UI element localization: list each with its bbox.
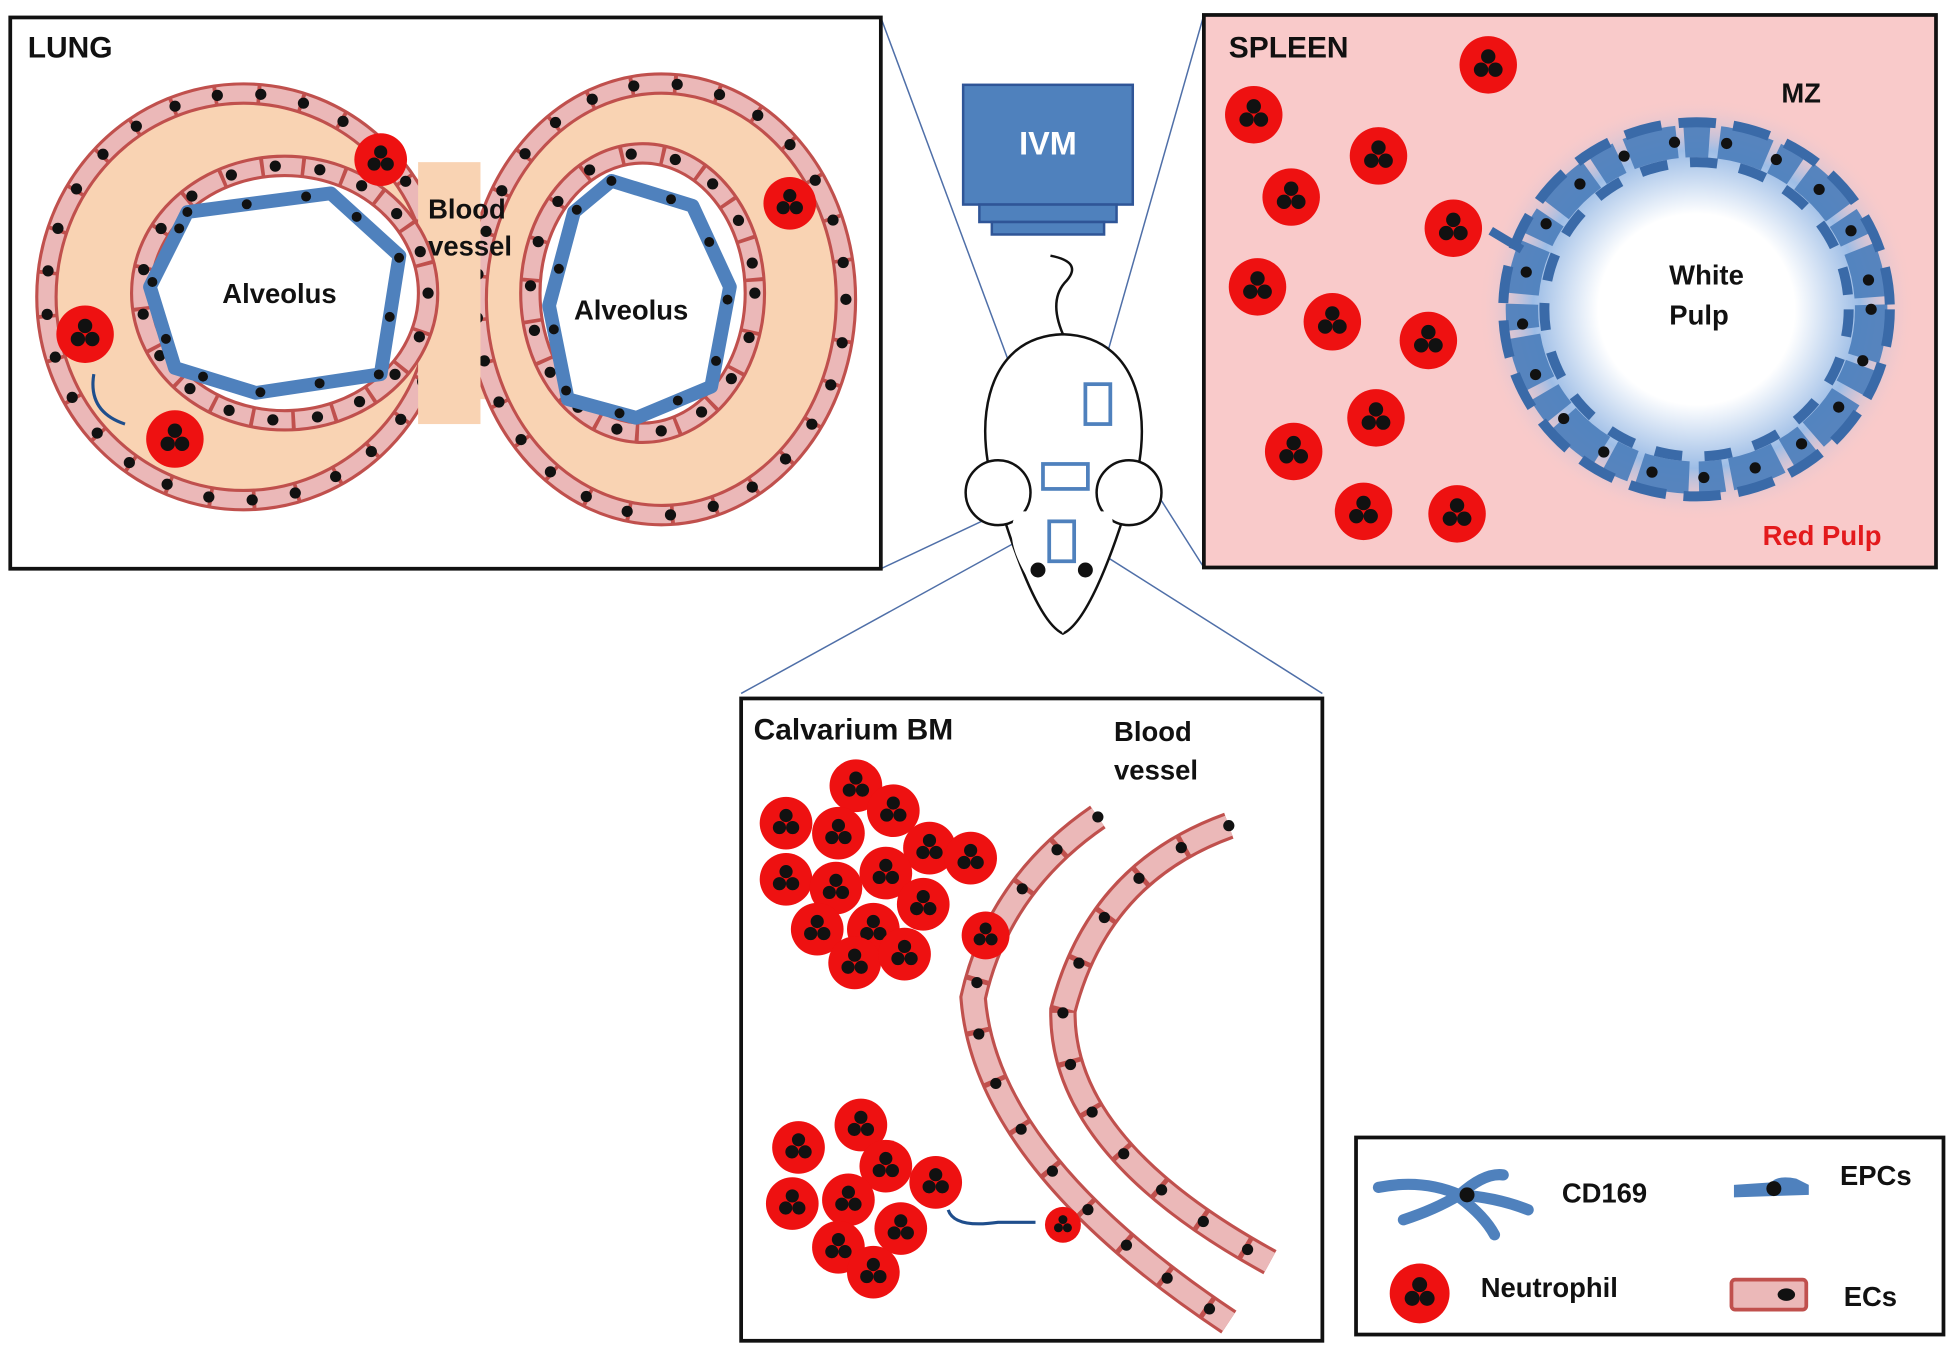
neutrophil xyxy=(874,1202,928,1255)
neutrophil xyxy=(1347,389,1405,447)
calvarium-blood-vessel xyxy=(959,805,1277,1334)
epc-legend-icon xyxy=(1733,1177,1809,1198)
neutrophil xyxy=(1262,168,1320,226)
neutrophil xyxy=(759,852,813,906)
legend: CD169 EPCs Neutrophil ECs xyxy=(1354,1135,1946,1337)
legend-ecs-label: ECs xyxy=(1844,1281,1897,1312)
legend-cd169-label: CD169 xyxy=(1562,1177,1647,1208)
neutrophil xyxy=(1459,36,1517,94)
lung-title: LUNG xyxy=(28,31,113,64)
calvarium-title: Calvarium BM xyxy=(754,714,954,747)
spleen-imaging-window xyxy=(1041,462,1090,491)
neutrophil-legend-icon xyxy=(1389,1263,1450,1324)
neutrophil xyxy=(763,176,817,230)
neutrophil xyxy=(56,305,114,363)
neutrophil xyxy=(1228,258,1287,316)
calvarium-blood-vessel-label-1: Blood xyxy=(1114,716,1192,747)
neutrophil xyxy=(1303,293,1362,351)
lung-imaging-window xyxy=(1083,382,1113,426)
mouse-illustration xyxy=(964,254,1163,635)
neutrophil xyxy=(909,1156,963,1209)
ivm-microscope: IVM xyxy=(961,83,1135,236)
ivm-label: IVM xyxy=(1019,126,1077,162)
alveolus-left: Alveolus xyxy=(129,154,440,432)
neutrophil xyxy=(896,877,950,931)
mouse-tail xyxy=(1050,254,1074,335)
neutrophil xyxy=(1424,199,1483,257)
neutrophil xyxy=(759,796,813,850)
neutrophil xyxy=(354,133,408,186)
cd169-legend-icon xyxy=(1372,1169,1534,1241)
calvarium-bm-panel: Calvarium BM Blood vessel xyxy=(739,696,1325,1343)
neutrophil-tether xyxy=(91,373,126,426)
white-pulp-label-2: Pulp xyxy=(1669,299,1728,330)
neutrophil xyxy=(772,1121,825,1174)
lung-blood-vessel-label-2: vessel xyxy=(428,231,512,262)
neutrophil xyxy=(822,1173,875,1227)
mz-label: MZ xyxy=(1781,77,1821,108)
white-pulp-label-1: White xyxy=(1669,259,1744,290)
ec-legend-icon xyxy=(1729,1277,1809,1312)
alveolus-right-label: Alveolus xyxy=(574,294,688,325)
neutrophil xyxy=(1399,311,1458,370)
neutrophil xyxy=(146,410,204,468)
lung-blood-vessel-label-1: Blood xyxy=(428,193,506,224)
calvarium-imaging-window xyxy=(1047,519,1077,564)
spleen-title: SPLEEN xyxy=(1229,31,1349,64)
lung-panel: Alveolus Alveolus LUNG Blood vessel xyxy=(8,15,883,571)
neutrophil xyxy=(1428,485,1486,543)
alveolus-right: Alveolus xyxy=(519,142,767,445)
neutrophil xyxy=(847,1245,900,1299)
neutrophil xyxy=(1334,482,1393,541)
calvarium-blood-vessel-label-2: vessel xyxy=(1114,755,1198,786)
neutrophil xyxy=(1264,422,1323,481)
neutrophil xyxy=(765,1177,819,1230)
legend-epcs-label: EPCs xyxy=(1840,1160,1912,1191)
neutrophil xyxy=(961,911,1010,960)
neutrophil-tether xyxy=(946,1209,1036,1226)
legend-neutrophil-label: Neutrophil xyxy=(1481,1272,1618,1303)
spleen-panel: SPLEEN MZ White Pulp Red Pulp xyxy=(1201,13,1938,570)
neutrophil xyxy=(1349,127,1408,185)
red-pulp-label: Red Pulp xyxy=(1763,520,1882,551)
neutrophil xyxy=(878,927,931,981)
neutrophil xyxy=(1225,86,1283,144)
neutrophil xyxy=(828,936,881,990)
neutrophil xyxy=(944,831,997,885)
neutrophil xyxy=(1044,1206,1081,1243)
neutrophil xyxy=(812,806,865,860)
epc-ring xyxy=(542,173,737,425)
alveolus-left-label: Alveolus xyxy=(222,278,336,309)
